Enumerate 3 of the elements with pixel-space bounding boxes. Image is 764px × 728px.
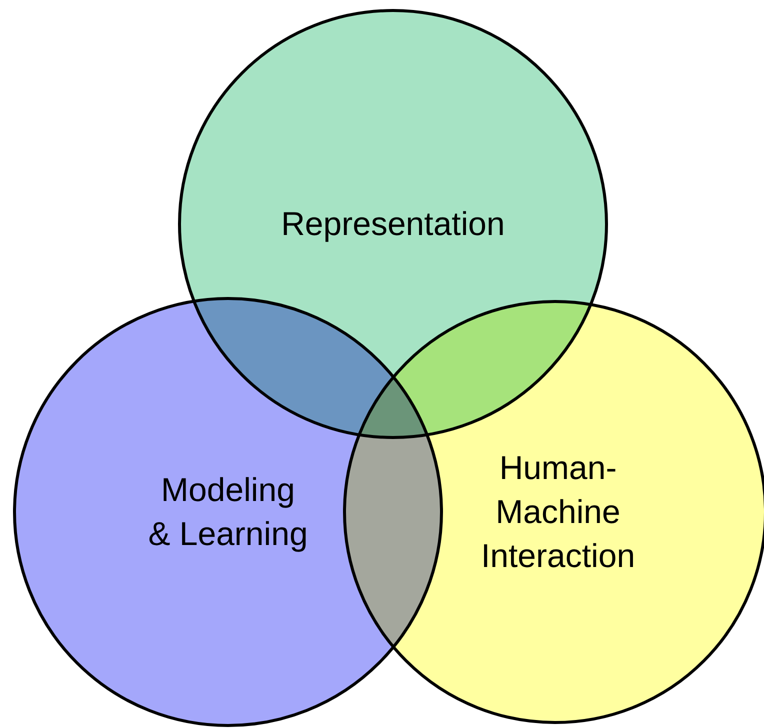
circle-label: Human- Machine Interaction: [480, 448, 636, 576]
circle-label: Modeling & Learning: [148, 470, 308, 554]
circle-label: Representation: [280, 204, 506, 244]
